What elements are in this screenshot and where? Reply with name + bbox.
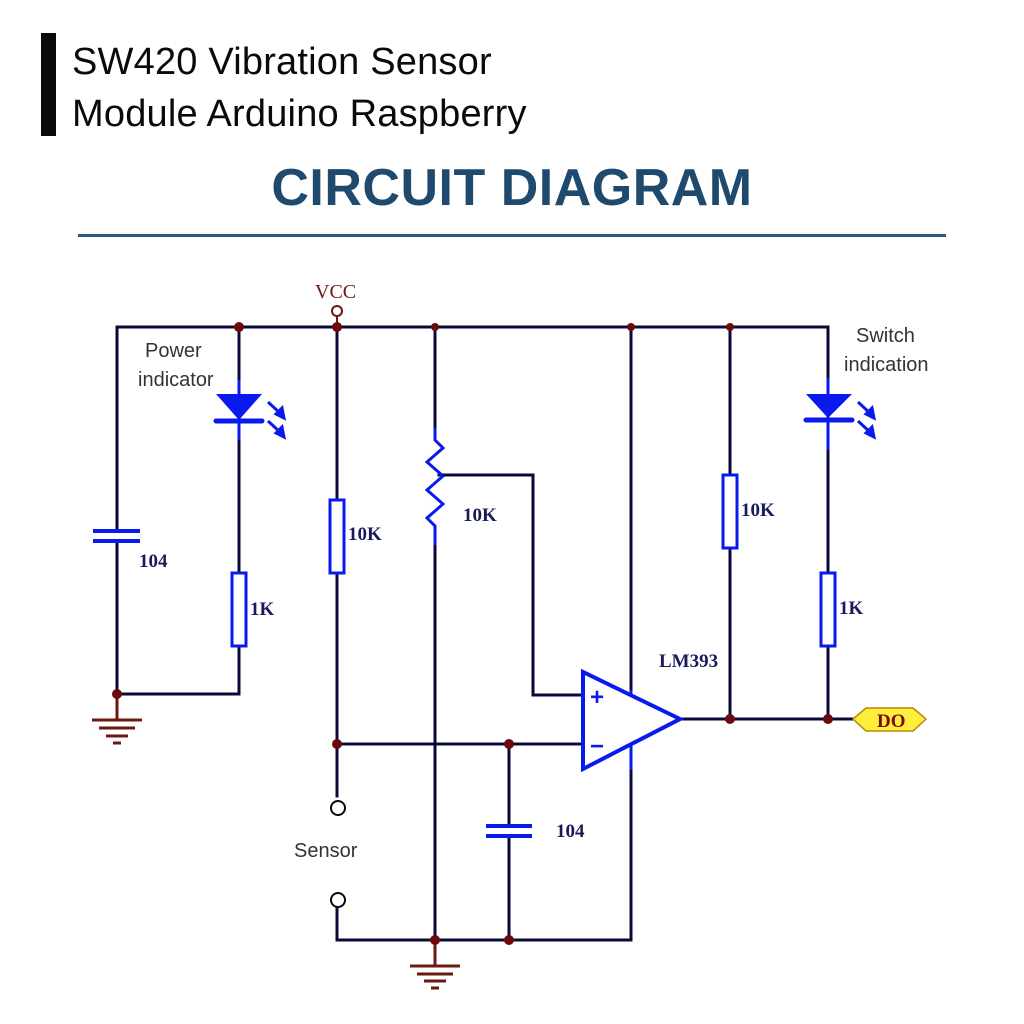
section-heading: CIRCUIT DIAGRAM — [271, 159, 753, 217]
ground-symbol-bottom — [410, 940, 460, 990]
title-line-1: SW420 Vibration Sensor — [72, 41, 492, 83]
capacitor-c1 — [93, 529, 140, 543]
heading-divider — [78, 234, 946, 237]
junction-dot — [332, 322, 342, 332]
junction-dot — [627, 323, 635, 331]
label-r-power: 1K — [250, 599, 275, 620]
label-r-switch: 1K — [839, 598, 864, 619]
label-pot: 10K — [463, 505, 497, 526]
ground-rail — [335, 904, 633, 942]
vcc-terminal — [331, 305, 343, 317]
page-title: SW420 Vibration Sensor Module Arduino Ra… — [72, 36, 527, 140]
label-lm393: LM393 — [659, 651, 718, 672]
title-accent-bar — [41, 33, 56, 136]
sensor-terminal-bottom — [330, 892, 346, 908]
wire-r1k-gnd — [115, 644, 241, 696]
sensor-label: Sensor — [294, 840, 358, 862]
led-power-indicator — [213, 380, 287, 440]
comparator-lm393: + − — [581, 668, 685, 773]
vcc-label: VCC — [315, 281, 356, 303]
junction-dot — [332, 739, 342, 749]
minus-sign: − — [590, 733, 604, 760]
junction-dot — [430, 935, 440, 945]
junction-dot — [504, 739, 514, 749]
sensor-terminal-top — [330, 800, 346, 816]
label-r-sensor: 10K — [348, 524, 382, 545]
plus-sign: + — [590, 684, 604, 711]
junction-dot — [112, 689, 122, 699]
power-indicator-label-2: indicator — [138, 369, 214, 391]
wire-pot-wiper — [437, 473, 584, 697]
junction-dot — [504, 935, 514, 945]
junction-dot — [725, 714, 735, 724]
label-r-pullup: 10K — [741, 500, 775, 521]
label-c1: 104 — [139, 551, 168, 572]
title-line-2: Module Arduino Raspberry — [72, 93, 527, 135]
capacitor-c2 — [486, 824, 532, 838]
junction-dot — [234, 322, 244, 332]
ground-symbol-left — [92, 694, 142, 745]
junction-dot — [431, 323, 439, 331]
switch-indication-label-2: indication — [844, 354, 929, 376]
vcc-rail — [115, 325, 830, 532]
junction-dot — [726, 323, 734, 331]
output-tag-do: DO — [851, 707, 928, 732]
junctions — [112, 322, 833, 945]
junction-dot — [823, 714, 833, 724]
label-c2: 104 — [556, 821, 585, 842]
resistor-10k-pullup — [721, 473, 739, 550]
resistor-10k-sensor — [328, 498, 346, 575]
switch-indication-label-1: Switch — [856, 325, 915, 347]
power-indicator-label-1: Power — [145, 340, 202, 362]
resistor-1k-switch — [819, 571, 837, 648]
output-label: DO — [877, 711, 906, 732]
potentiometer — [424, 428, 446, 545]
resistor-1k-power — [230, 571, 248, 648]
led-switch-indication — [803, 378, 877, 450]
